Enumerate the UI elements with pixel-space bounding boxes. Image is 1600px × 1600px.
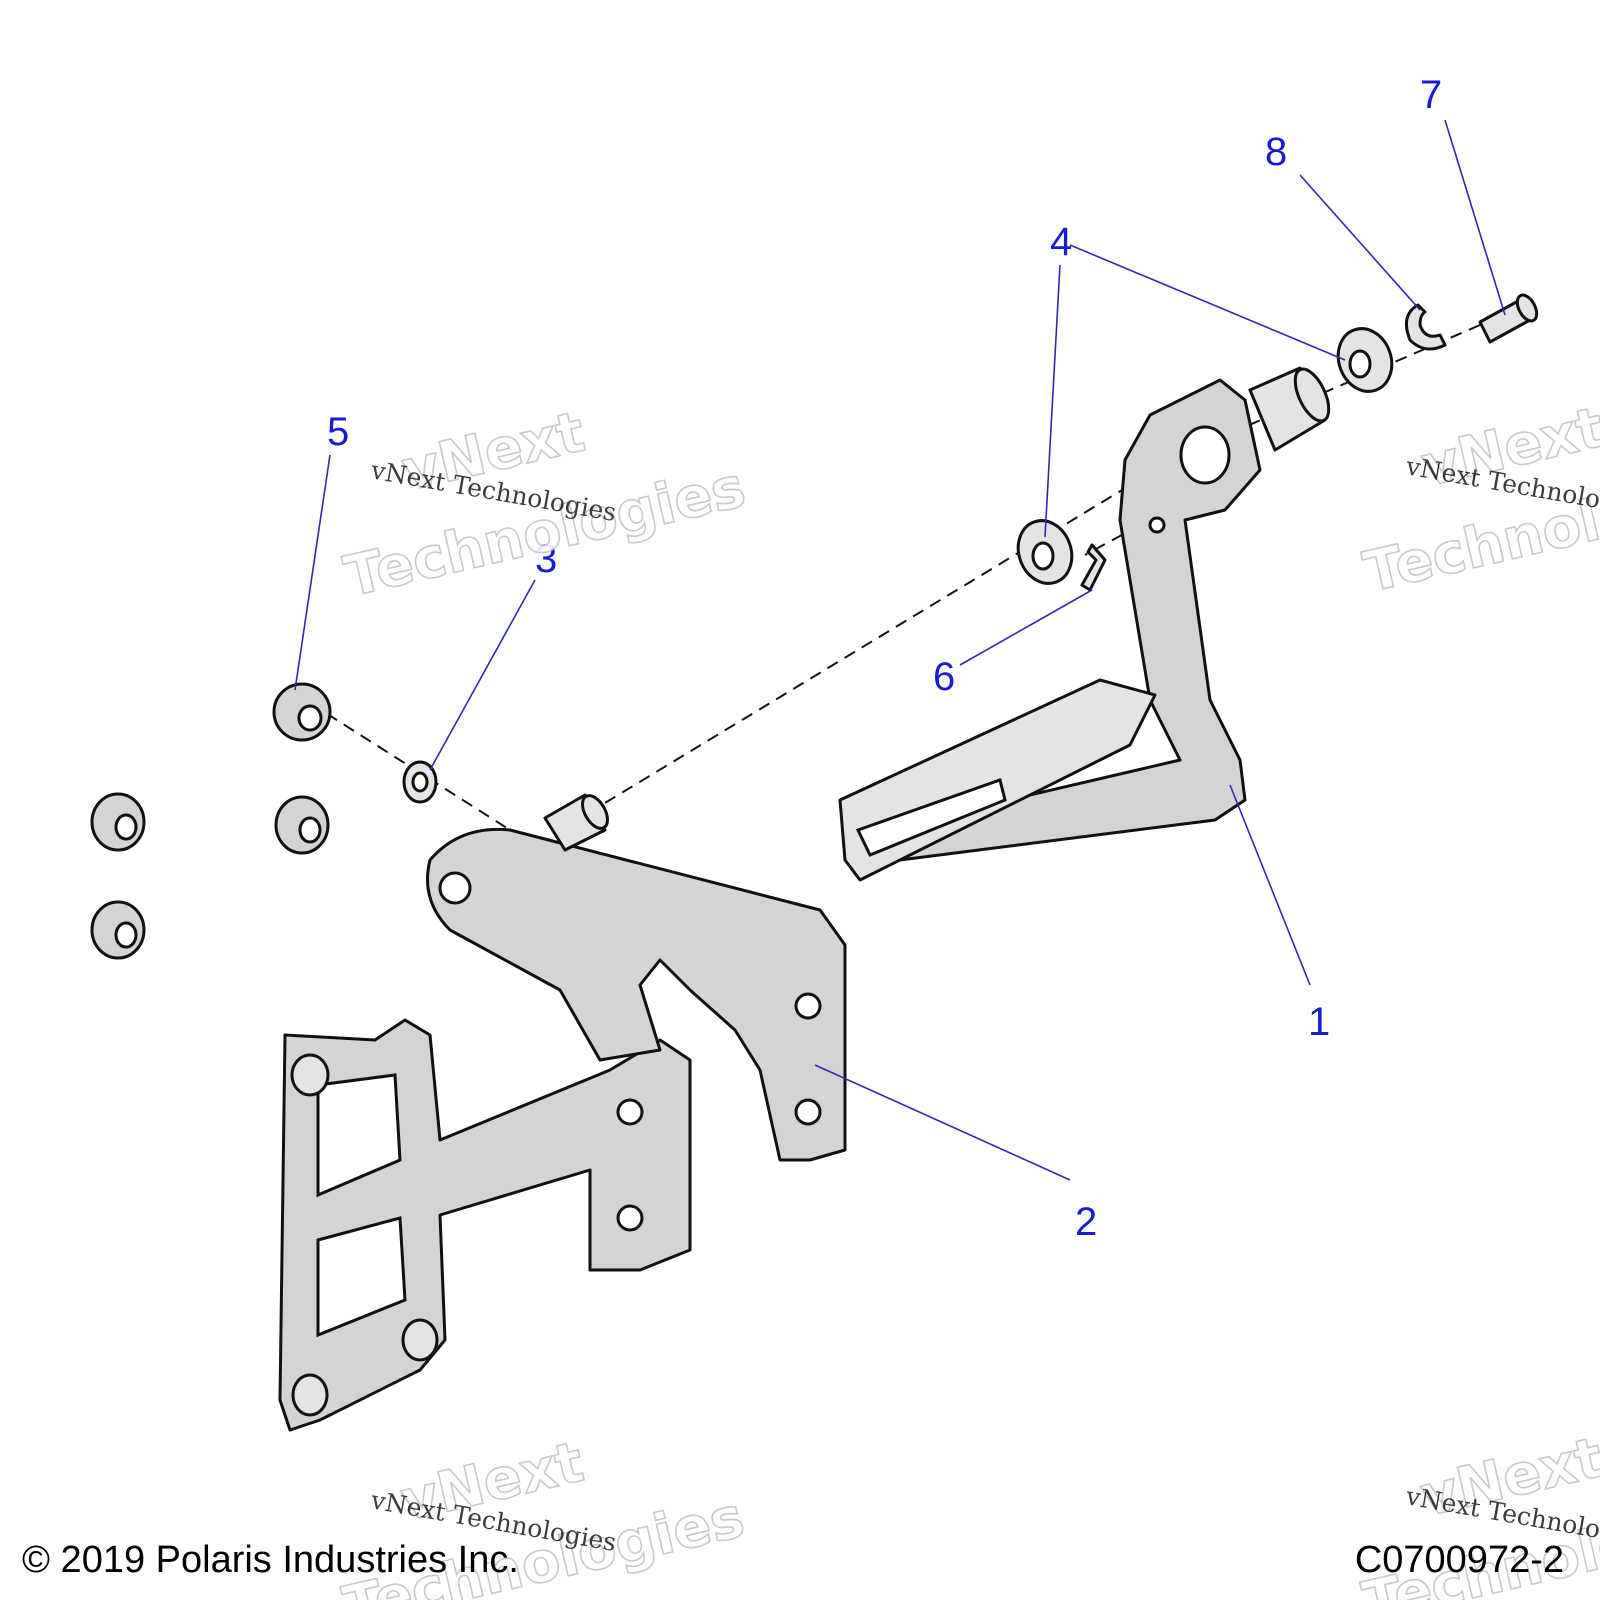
bracket-window-lower: [316, 1216, 407, 1338]
axis-line-pivot: [1179, 324, 1481, 456]
bracket-stud-head: [401, 1318, 439, 1362]
callout-3: 3: [535, 537, 557, 581]
bracket-upper-arm: [426, 827, 847, 1162]
callout-1: 1: [1308, 1000, 1330, 1044]
leader-line-4a: [1044, 264, 1061, 538]
bracket-pivot-pin-end: [581, 794, 609, 830]
bracket-stud-head: [291, 1373, 329, 1417]
flange-nut: [90, 792, 146, 852]
pedal-clip-hole: [1148, 516, 1166, 534]
bracket-bolt-hole: [794, 1098, 822, 1126]
pedal-pivot-tube-end: [1293, 367, 1331, 423]
bracket-window-upper: [316, 1073, 402, 1198]
callout-labels: 1 2 3 4 5 6 7 8: [327, 73, 1442, 1244]
pedal-pivot-bore: [1179, 425, 1231, 485]
bracket-bolt-hole: [794, 992, 822, 1020]
brake-pedal: [838, 366, 1331, 882]
leader-line-8: [1299, 174, 1421, 311]
flange-nut: [90, 900, 146, 960]
flange-nuts: [90, 682, 332, 960]
leader-lines: [294, 119, 1506, 1181]
clevis-pin-head: [1515, 293, 1539, 323]
drawing-number: C0700972-2: [1354, 1539, 1564, 1581]
bracket-pivot-hole: [438, 871, 472, 905]
flange-nut: [272, 682, 332, 742]
bracket-bolt-hole: [616, 1098, 644, 1126]
leader-line-4b: [1069, 244, 1346, 361]
lock-washer: [402, 760, 438, 804]
bushing-inner-bore: [1031, 541, 1055, 571]
leader-line-7: [1444, 119, 1506, 316]
callout-7: 7: [1420, 73, 1442, 117]
bushing-outer-bore: [1348, 349, 1372, 379]
axis-line-shaft: [589, 454, 1181, 813]
leader-line-1: [1229, 784, 1311, 986]
leader-line-5: [294, 454, 331, 691]
bracket-bolt-hole: [616, 1204, 644, 1232]
callout-5: 5: [327, 410, 349, 454]
callout-8: 8: [1265, 130, 1287, 174]
callout-4: 4: [1050, 220, 1072, 264]
callout-6: 6: [933, 655, 955, 699]
pedal-pad-slot: [855, 778, 1007, 857]
leader-line-3: [429, 579, 536, 771]
copyright-notice: © 2019 Polaris Industries Inc.: [22, 1539, 519, 1581]
e-clip: [1404, 303, 1447, 351]
leader-line-2: [814, 1064, 1071, 1181]
bracket-stud-head: [290, 1053, 330, 1097]
hairpin-clip: [1080, 543, 1107, 592]
flange-nut: [274, 795, 330, 855]
leader-line-6: [959, 589, 1093, 666]
clevis-pin: [1478, 293, 1539, 344]
pedal-arm: [878, 378, 1262, 862]
callout-2: 2: [1075, 1200, 1097, 1244]
lock-washer-hole: [411, 771, 429, 793]
pivot-bushings: [1016, 327, 1394, 585]
mounting-bracket: [278, 793, 847, 1432]
